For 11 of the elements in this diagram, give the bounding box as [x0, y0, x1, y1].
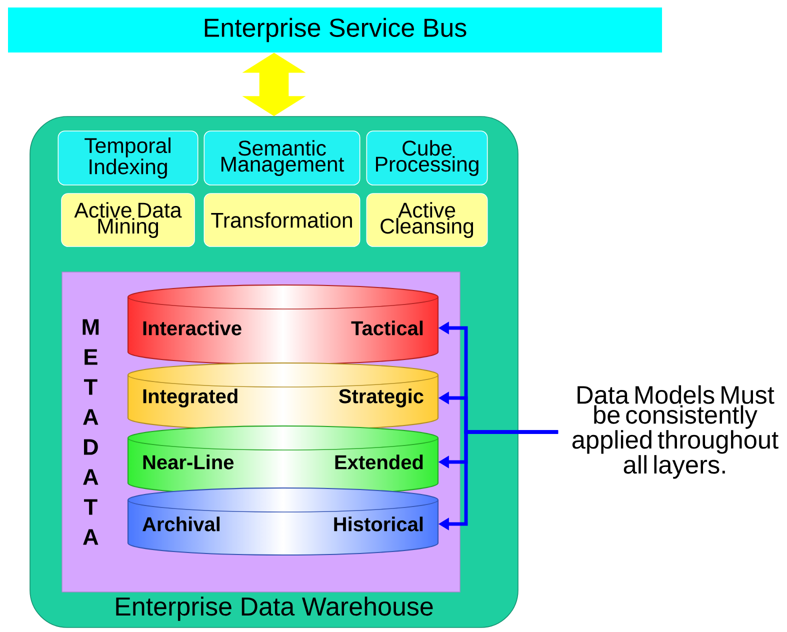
component-box: Cube Processing — [366, 130, 488, 186]
cylinder-layer: Interactive Tactical — [127, 284, 439, 365]
cylinder-layer: Integrated Strategic — [127, 362, 439, 431]
service-bus-bar: Enterprise Service Bus — [8, 8, 662, 52]
cylinder-layer: Archival Historical — [127, 487, 439, 556]
component-box: Transformation — [204, 193, 360, 247]
component-box: Active Cleansing — [366, 193, 488, 247]
component-box: Active Data Mining — [61, 193, 195, 247]
note-text: Data Models Must be consistently applied throughout all layers. — [572, 385, 778, 479]
component-box: Temporal Indexing — [58, 130, 198, 186]
component-box: Semantic Management — [204, 130, 360, 186]
